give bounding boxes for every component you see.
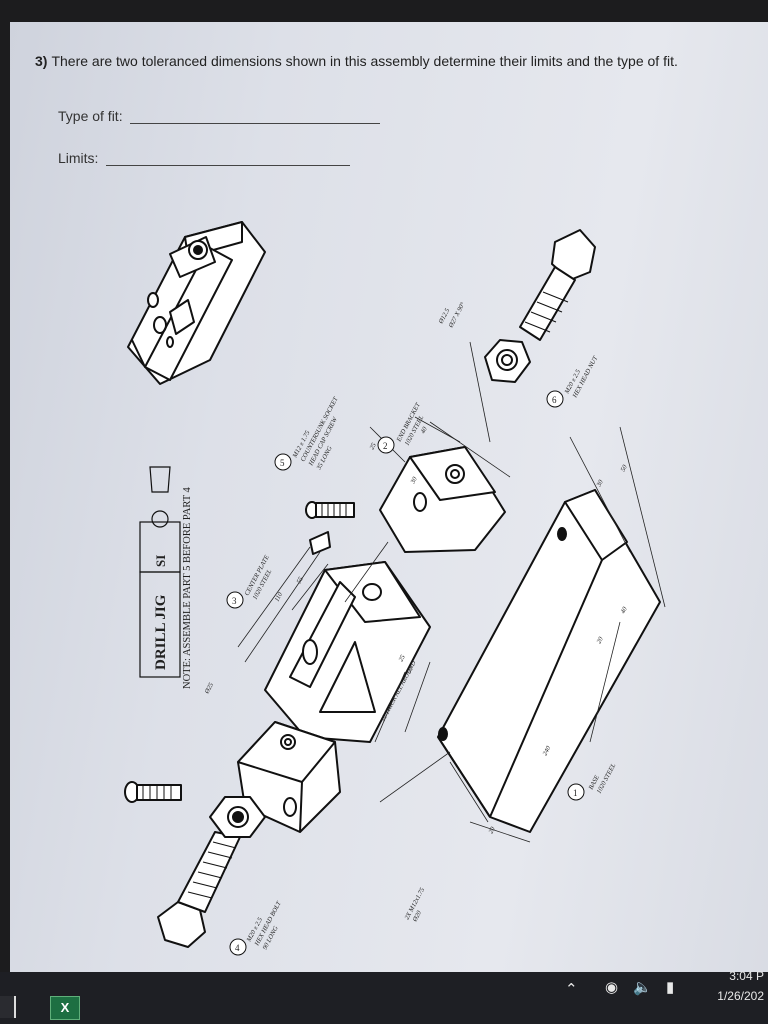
drawing-note: NOTE: ASSEMBLE PART 5 BEFORE PART 4 xyxy=(182,486,193,689)
callout-5: 5 xyxy=(280,458,285,468)
drawing-title: DRILL JIG xyxy=(153,594,169,670)
type-of-fit-input[interactable] xyxy=(130,109,381,124)
battery-icon[interactable]: ▮ xyxy=(666,979,675,996)
drawing-title-code: SI xyxy=(153,555,168,567)
dim-phi25: Ø25 xyxy=(203,681,215,696)
clock-time: 3:04 P xyxy=(729,969,764,983)
type-of-fit-row: Type of fit: xyxy=(58,108,381,124)
dimension-lines xyxy=(237,341,666,843)
dim-40b: 40 xyxy=(620,605,630,615)
callout-6: 6 xyxy=(552,395,557,405)
dim-50b: 50 xyxy=(406,665,416,675)
callout-3: 3 xyxy=(232,596,237,606)
dim-50: 50 xyxy=(620,463,630,473)
wifi-icon[interactable]: ◉ xyxy=(605,979,619,996)
assembled-view xyxy=(127,221,266,385)
end-bracket-part xyxy=(379,446,506,553)
dim-30b: 30 xyxy=(595,478,605,489)
limits-row: Limits: xyxy=(58,150,351,166)
question-body: There are two toleranced dimensions show… xyxy=(51,53,678,69)
clamp-block-part xyxy=(237,721,341,833)
hex-nut-bolt-part xyxy=(484,229,596,383)
clock-date: 1/26/202 xyxy=(717,989,764,1003)
window-edge xyxy=(0,996,16,1018)
callout-1: 1 xyxy=(573,788,578,798)
center-plate-part xyxy=(264,531,431,743)
dim-110: 110 xyxy=(274,591,285,603)
dim-25: 25 xyxy=(369,441,379,451)
socket-screw-parts xyxy=(124,501,355,803)
dim-40: 40 xyxy=(420,425,430,435)
dim-20: 20 xyxy=(488,825,498,835)
title-block: DRILL JIG SI NOTE: ASSEMBLE PART 5 BEFOR… xyxy=(139,466,193,689)
chevron-up-icon[interactable]: ⌃ xyxy=(565,981,578,998)
taskbar: X ⌃ ◉ 🔈 ▮ 3:04 P 1/26/202 xyxy=(0,969,768,1024)
dim-25b: 25 xyxy=(398,653,408,663)
callout-2: 2 xyxy=(383,441,388,451)
volume-icon[interactable]: 🔈 xyxy=(633,979,652,996)
dim-55: 55 xyxy=(296,575,306,585)
question-number: 3) xyxy=(35,53,48,69)
hex-bolt-part xyxy=(157,796,266,948)
callout-4: 4 xyxy=(235,943,240,953)
base-part xyxy=(437,489,661,833)
question-text: 3)There are two toleranced dimensions sh… xyxy=(35,52,725,71)
dim-30: 30 xyxy=(409,475,419,486)
limits-input[interactable] xyxy=(106,151,351,166)
dim-countersink: Ø27 X 90° xyxy=(447,301,467,330)
clock[interactable]: 3:04 P 1/26/202 xyxy=(717,966,764,1006)
dim-240: 240 xyxy=(542,744,553,757)
photo-screen: 3)There are two toleranced dimensions sh… xyxy=(10,22,768,972)
dim-20b: 20 xyxy=(596,635,606,645)
limits-label: Limits: xyxy=(58,150,99,166)
drill-jig-drawing: DRILL JIG SI NOTE: ASSEMBLE PART 5 BEFOR… xyxy=(124,221,666,956)
excel-icon[interactable]: X xyxy=(50,996,80,1020)
projection-symbol xyxy=(151,510,169,528)
type-of-fit-label: Type of fit: xyxy=(58,108,123,124)
